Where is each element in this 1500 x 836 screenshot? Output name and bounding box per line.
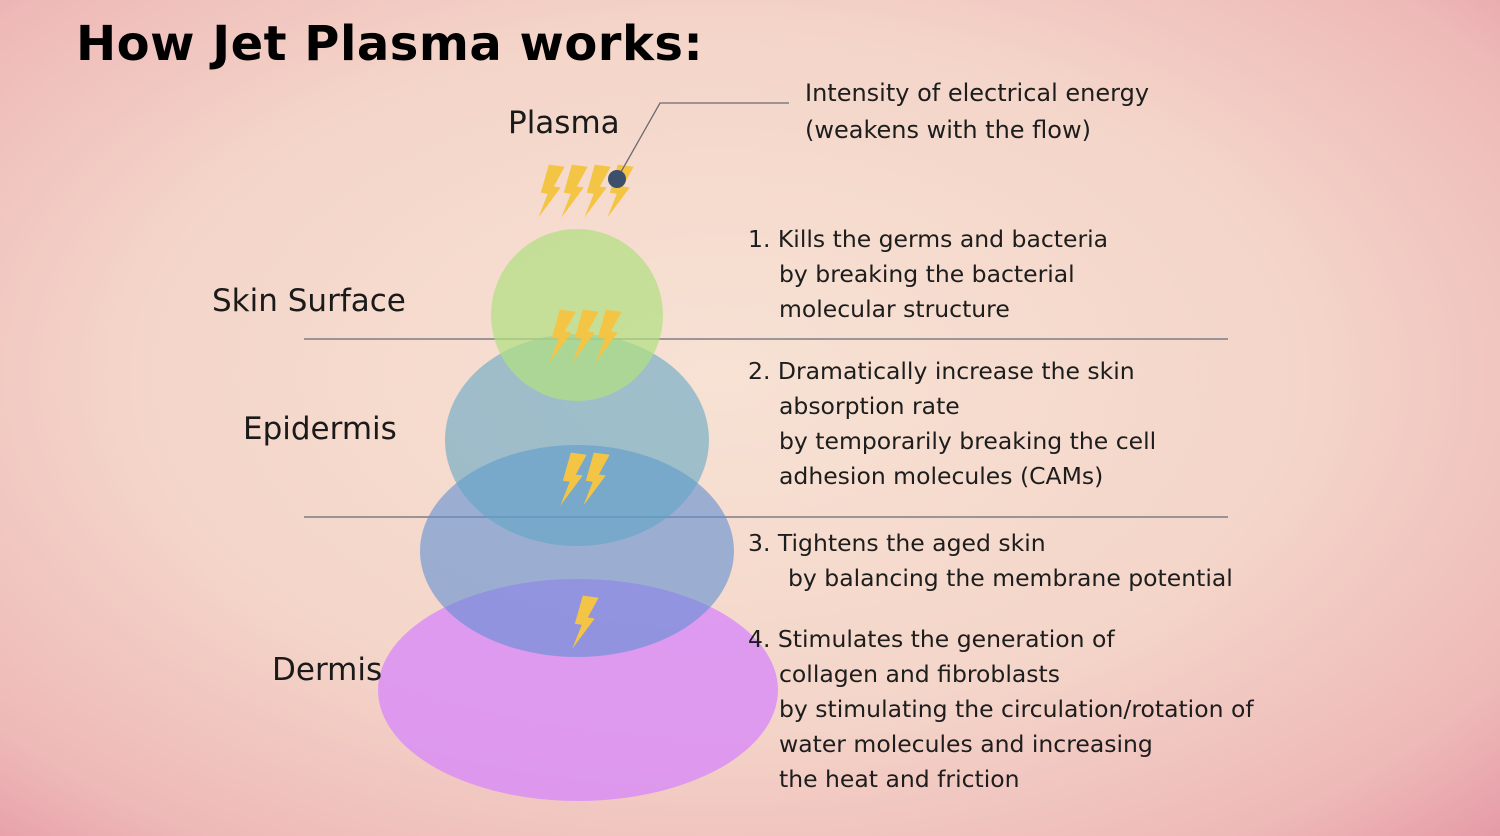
effect-4-line: by stimulating the circulation/rotation …: [779, 695, 1254, 723]
effect-1-line: molecular structure: [779, 295, 1010, 323]
bolt-icon: [583, 164, 611, 221]
bolt-icon: [560, 164, 588, 221]
bolt-icon: [537, 164, 565, 221]
effect-1-line: by breaking the bacterial: [779, 260, 1075, 288]
effect-4-line: collagen and fibroblasts: [779, 660, 1060, 688]
effect-1-line: 1. Kills the germs and bacteria: [748, 225, 1109, 253]
dermis-label: Dermis: [272, 652, 383, 688]
plasma-label: Plasma: [508, 105, 620, 141]
skin-surface-label: Skin Surface: [212, 283, 406, 319]
effect-4-line: water molecules and increasing: [779, 730, 1153, 758]
effect-4-line: the heat and friction: [779, 765, 1020, 793]
effect-3: 3. Tightens the aged skin by balancing t…: [748, 526, 1233, 596]
skin-surface-circle: [491, 229, 663, 401]
epidermis-circle: [445, 334, 709, 546]
epidermis-label: Epidermis: [243, 411, 397, 447]
page-title: How Jet Plasma works:: [76, 16, 704, 72]
callout-line-1: Intensity of electrical energy: [805, 79, 1150, 107]
callout-dot: [608, 170, 626, 188]
effect-3-line: by balancing the membrane potential: [788, 564, 1233, 592]
effect-2-line: adhesion molecules (CAMs): [779, 462, 1104, 490]
effect-3-line: 3. Tightens the aged skin: [748, 529, 1046, 557]
callout-leader-line: [616, 102, 789, 180]
effect-2-line: absorption rate: [779, 392, 960, 420]
effect-1: 1. Kills the germs and bacteria by break…: [748, 222, 1108, 327]
dermis-circle: [378, 579, 778, 801]
callout-line-2: (weakens with the flow): [805, 116, 1091, 144]
effect-4: 4. Stimulates the generation of collagen…: [748, 622, 1254, 797]
energy-callout: Intensity of electrical energy (weakens …: [805, 75, 1149, 149]
effect-2-line: 2. Dramatically increase the skin: [748, 357, 1135, 385]
effect-2-line: by temporarily breaking the cell: [779, 427, 1157, 455]
effect-2: 2. Dramatically increase the skin absorp…: [748, 354, 1156, 494]
effect-4-line: 4. Stimulates the generation of: [748, 625, 1115, 653]
